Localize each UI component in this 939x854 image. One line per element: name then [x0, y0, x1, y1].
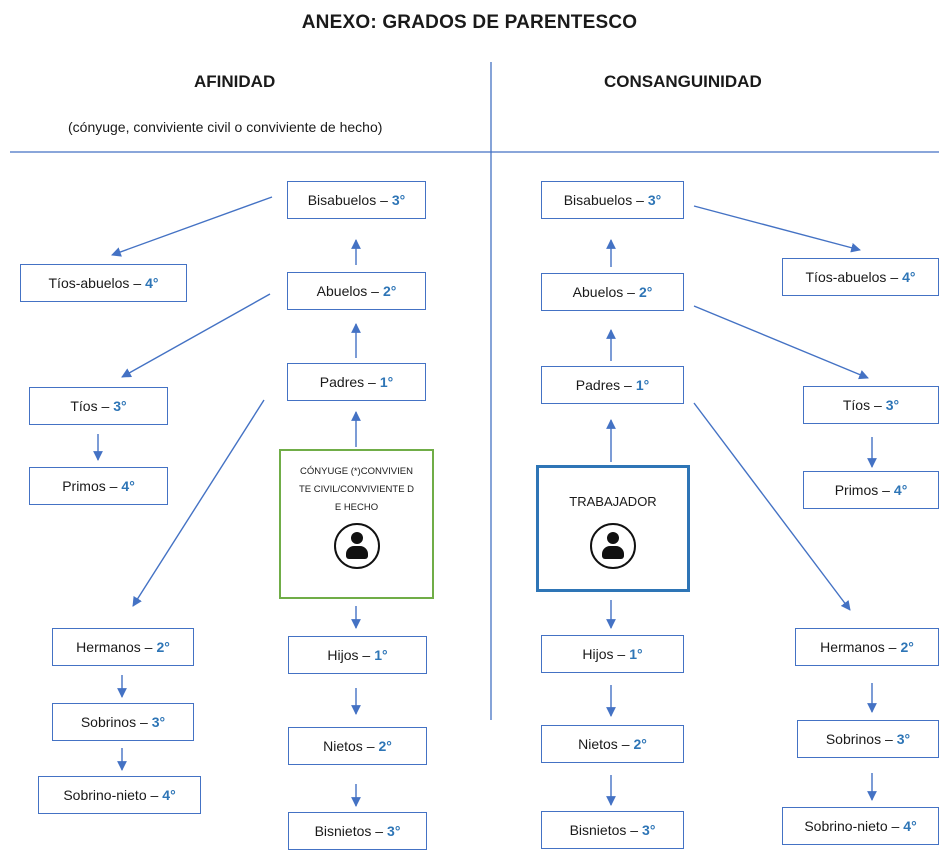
worker-box-label: TRABAJADOR	[569, 494, 657, 509]
consanguinidad-tios-abuelos-node: Tíos-abuelos –4°	[782, 258, 939, 296]
person-icon	[590, 523, 636, 569]
person-icon	[333, 523, 380, 569]
arrow-hermanos-co	[693, 402, 851, 611]
afinidad-tios-node: Tíos –3°	[29, 387, 168, 425]
spouse-box: CÓNYUGE (*)CONVIVIENTE CIVIL/CONVIVIENTE…	[279, 449, 434, 599]
arrow-tios-abuelos-af	[111, 196, 273, 257]
page-title: ANEXO: GRADOS DE PARENTESCO	[301, 12, 638, 33]
afinidad-subheading: (cónyuge, conviviente civil o convivient…	[68, 119, 383, 135]
consanguinidad-heading: CONSANGUINIDAD	[604, 72, 762, 91]
afinidad-padres-node: Padres –1°	[287, 363, 426, 401]
afinidad-sobrinos-node: Sobrinos –3°	[52, 703, 194, 741]
spouse-box-label: CÓNYUGE (*)CONVIVIENTE CIVIL/CONVIVIENTE…	[298, 466, 415, 513]
afinidad-tios-abuelos-node: Tíos-abuelos –4°	[20, 264, 187, 302]
arrow-tios-abuelos-co	[693, 205, 861, 253]
consanguinidad-primos-node: Primos –4°	[803, 471, 939, 509]
consanguinidad-hijos-node: Hijos –1°	[541, 635, 684, 673]
consanguinidad-sobrinos-node: Sobrinos –3°	[797, 720, 939, 758]
afinidad-nietos-node: Nietos –2°	[288, 727, 427, 765]
arrow-hermanos-af	[132, 399, 265, 607]
consanguinidad-tios-node: Tíos –3°	[803, 386, 939, 424]
afinidad-heading: AFINIDAD	[194, 72, 276, 91]
afinidad-abuelos-node: Abuelos –2°	[287, 272, 426, 310]
afinidad-bisnietos-node: Bisnietos –3°	[288, 812, 427, 850]
afinidad-primos-node: Primos –4°	[29, 467, 168, 505]
afinidad-hermanos-node: Hermanos –2°	[52, 628, 194, 666]
arrow-tios-co	[693, 305, 869, 380]
consanguinidad-nietos-node: Nietos –2°	[541, 725, 684, 763]
afinidad-bisabuelos-node: Bisabuelos –3°	[287, 181, 426, 219]
arrow-tios-af	[121, 293, 271, 378]
consanguinidad-sobrino-nieto-node: Sobrino-nieto –4°	[782, 807, 939, 845]
consanguinidad-hermanos-node: Hermanos –2°	[795, 628, 939, 666]
consanguinidad-padres-node: Padres –1°	[541, 366, 684, 404]
consanguinidad-bisnietos-node: Bisnietos –3°	[541, 811, 684, 849]
consanguinidad-bisabuelos-node: Bisabuelos –3°	[541, 181, 684, 219]
afinidad-hijos-node: Hijos –1°	[288, 636, 427, 674]
consanguinidad-abuelos-node: Abuelos –2°	[541, 273, 684, 311]
afinidad-sobrino-nieto-node: Sobrino-nieto –4°	[38, 776, 201, 814]
worker-box: TRABAJADOR	[536, 465, 690, 592]
